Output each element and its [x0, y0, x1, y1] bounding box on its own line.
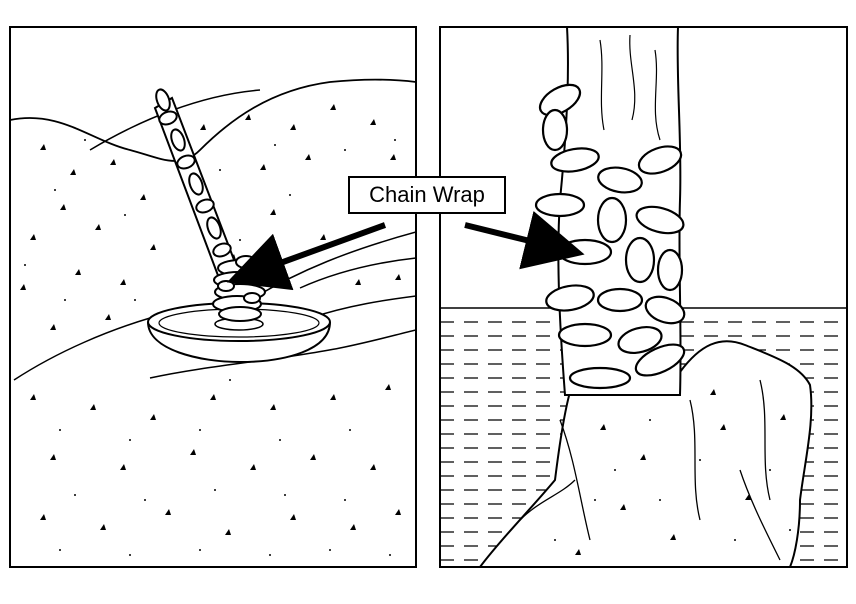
- chain-wrap-bundle-left: [213, 256, 265, 321]
- chain-wrap-callout: Chain Wrap: [348, 176, 506, 214]
- dune-line-left: [14, 318, 150, 380]
- chain-on-pole: [154, 88, 233, 259]
- dune-line-back: [10, 80, 416, 161]
- chain-wrap-label: Chain Wrap: [369, 182, 485, 208]
- left-panel: [10, 80, 416, 556]
- right-panel: [440, 27, 847, 567]
- left-panel-frame: [10, 27, 416, 567]
- dune-line-right-3: [310, 296, 416, 318]
- arrow-icon: [272, 225, 385, 266]
- arrow-icon: [465, 225, 538, 243]
